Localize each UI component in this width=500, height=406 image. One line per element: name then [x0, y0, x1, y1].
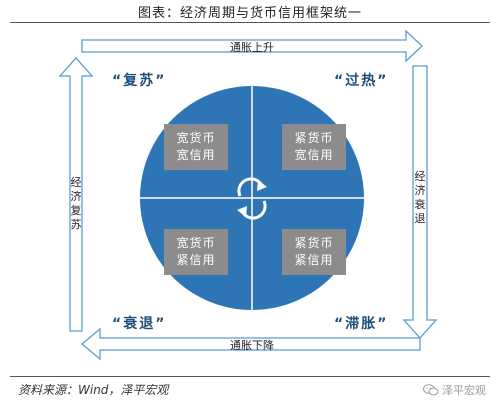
quadrant-bottom-right-line1: 紧货币	[294, 236, 334, 250]
wechat-icon	[423, 384, 439, 396]
quadrant-bottom-left: 宽货币 紧信用	[164, 229, 228, 275]
quadrant-bottom-left-line2: 紧信用	[176, 253, 216, 267]
quadrant-top-left-line1: 宽货币	[176, 131, 216, 145]
right-arrow-label: 经济衰退	[414, 170, 426, 225]
phase-overheat: “过热”	[334, 73, 389, 89]
top-arrow-label: 通胀上升	[230, 41, 274, 54]
quadrant-top-left: 宽货币 宽信用	[164, 124, 228, 170]
phase-recovery: “复苏”	[112, 73, 167, 89]
cycle-arrows-icon	[237, 177, 267, 220]
bottom-arrow-label: 通胀下降	[230, 339, 274, 352]
watermark: 泽平宏观	[423, 382, 486, 398]
source-note: 资料来源：Wind，泽平宏观	[18, 383, 169, 397]
top-arrow	[81, 29, 423, 63]
phase-stagflation: “滞胀”	[334, 316, 389, 332]
left-arrow	[58, 57, 94, 332]
quadrant-top-left-line2: 宽信用	[176, 148, 216, 162]
quadrant-top-right-line2: 宽信用	[294, 148, 334, 162]
source-divider	[10, 376, 490, 377]
chart-title: 图表：经济周期与货币信用框架统一	[137, 6, 362, 21]
quadrant-bottom-right: 紧货币 紧信用	[282, 229, 346, 275]
quadrant-bottom-right-line2: 紧信用	[294, 253, 334, 267]
watermark-text: 泽平宏观	[442, 384, 486, 397]
left-arrow-label: 经济复苏	[70, 176, 82, 231]
quadrant-bottom-left-line1: 宽货币	[176, 236, 216, 250]
title-divider	[10, 22, 490, 23]
phase-recession: “衰退”	[112, 316, 167, 332]
right-arrow	[402, 65, 438, 339]
quadrant-top-right: 紧货币 宽信用	[282, 124, 346, 170]
quadrant-top-right-line1: 紧货币	[294, 131, 334, 145]
bottom-arrow	[80, 327, 421, 361]
